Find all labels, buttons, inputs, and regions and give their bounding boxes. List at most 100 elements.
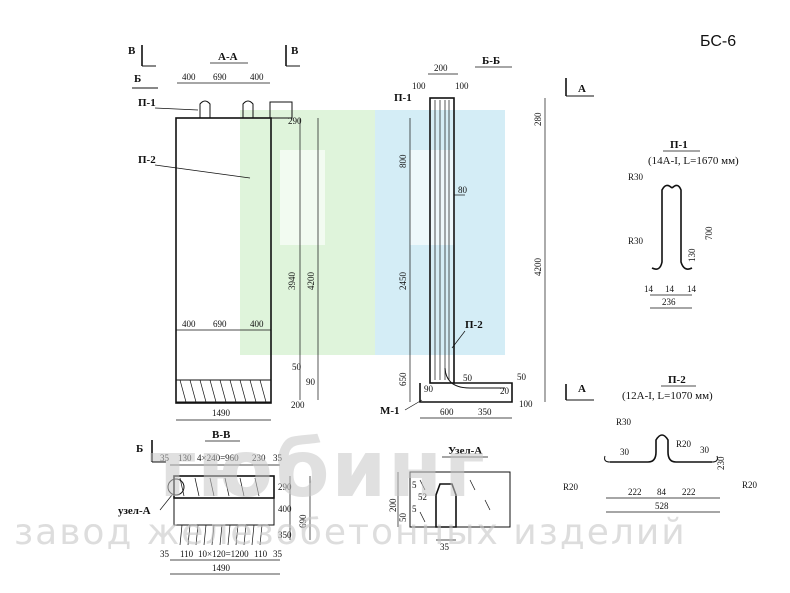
mark-a-bottom: А (578, 383, 586, 395)
p2-r30: R30 (616, 417, 632, 427)
p2-r20-top: R20 (676, 439, 692, 449)
node-title: Узел-А (448, 445, 482, 457)
p2-d-222b: 222 (682, 487, 696, 497)
p2-r20-right: R20 (742, 480, 758, 490)
sheet-code: БС-6 (700, 33, 736, 50)
bb-top-dim-100b: 100 (455, 81, 469, 91)
mark-b-left: Б (134, 73, 141, 85)
mark-a-top: А (578, 83, 586, 95)
bb-h-4200: 4200 (533, 258, 543, 277)
bb-bottom-350: 350 (478, 407, 492, 417)
bb-h-800: 800 (398, 154, 408, 168)
aa-top-dim-3: 400 (250, 72, 264, 82)
vv-top-35b: 35 (273, 453, 283, 463)
p2-r20-left: R20 (563, 482, 579, 492)
vv-bot-35a: 35 (160, 549, 170, 559)
bb-top-dim-200: 200 (434, 63, 448, 73)
node-d-35: 35 (440, 542, 450, 552)
aa-top-dim-1: 400 (182, 72, 196, 82)
p2-d-222a: 222 (628, 487, 642, 497)
node-d-5b: 5 (412, 504, 417, 514)
node-d-50: 50 (398, 513, 408, 523)
node-d-200: 200 (388, 498, 398, 512)
p2-d-230: 230 (716, 456, 726, 470)
aa-mid-dim-2: 690 (213, 319, 227, 329)
bb-top-dim-100a: 100 (412, 81, 426, 91)
bb-side-80: 80 (458, 185, 468, 195)
vv-top-960: 4×240=960 (197, 453, 239, 463)
aa-h-50: 50 (292, 362, 302, 372)
bb-bottom-600: 600 (440, 407, 454, 417)
vv-r-290: 290 (278, 482, 292, 492)
section-aa-title: А-А (218, 51, 238, 63)
p2-d-30b: 30 (700, 445, 710, 455)
section-bb: Б-Б А А 200 100 100 П-1 800 2450 650 280… (380, 55, 594, 419)
aa-callout-p1: П-1 (138, 97, 156, 109)
vv-r-690: 690 (298, 514, 308, 528)
section-bb-title: Б-Б (482, 55, 500, 67)
vv-r-350: 350 (278, 530, 292, 540)
p2-d-84: 84 (657, 487, 667, 497)
p1-h-130: 130 (687, 248, 697, 262)
node-d-52: 52 (418, 492, 427, 502)
p1-h-700: 700 (704, 226, 714, 240)
vv-bot-35b: 35 (273, 549, 283, 559)
p2-d-528: 528 (655, 501, 669, 511)
section-vv: В-В Б 35 130 4×240=960 230 35 узел-А 290… (118, 429, 311, 575)
bb-h-650: 650 (398, 372, 408, 386)
aa-h-4200: 4200 (306, 272, 316, 291)
watermark-logo (240, 110, 505, 355)
p1-d-14a: 14 (644, 284, 654, 294)
p2-spec: (12А-I, L=1070 мм) (622, 390, 713, 402)
node-d-5a: 5 (412, 480, 417, 490)
bb-callout-m1: М-1 (380, 405, 400, 417)
p1-r30-top: R30 (628, 172, 644, 182)
aa-mid-dim-1: 400 (182, 319, 196, 329)
vv-top-35a: 35 (160, 453, 170, 463)
mark-v-left: В (128, 45, 136, 57)
bb-callout-p1: П-1 (394, 92, 412, 104)
p1-d-14b: 14 (665, 284, 675, 294)
aa-h-200: 200 (291, 400, 305, 410)
aa-callout-p2: П-2 (138, 154, 156, 166)
watermark-tagline: завод железобетонных изделий (14, 512, 687, 553)
aa-h-90: 90 (306, 377, 316, 387)
detail-p2: П-2 (12А-I, L=1070 мм) R30 R20 30 30 230… (563, 374, 758, 513)
vv-bot-1200: 10×120=1200 (198, 549, 249, 559)
vv-node-label: узел-А (118, 505, 151, 517)
section-vv-title: В-В (212, 429, 231, 441)
p1-d-236: 236 (662, 297, 676, 307)
watermark-brand: тюбинг (150, 425, 487, 515)
bb-h-280: 280 (533, 112, 543, 126)
p1-title: П-1 (670, 139, 688, 151)
bb-side-90: 90 (424, 384, 434, 394)
mark-b-vv: Б (136, 443, 143, 455)
aa-h-3940: 3940 (287, 272, 297, 291)
p1-r30-bottom: R30 (628, 236, 644, 246)
aa-h-290: 290 (288, 116, 302, 126)
vv-top-130: 130 (178, 453, 192, 463)
vv-bot-110a: 110 (180, 549, 194, 559)
p1-d-14c: 14 (687, 284, 697, 294)
section-aa: А-А В В Б 400 690 400 П-1 П-2 400 690 40… (128, 45, 319, 421)
bb-callout-p2: П-2 (465, 319, 483, 331)
bb-side-20: 20 (500, 386, 510, 396)
vv-bot-110b: 110 (254, 549, 268, 559)
mark-v-right: В (291, 45, 299, 57)
bb-side-100: 100 (519, 399, 533, 409)
bb-side-50a: 50 (463, 373, 473, 383)
bb-h-2450: 2450 (398, 272, 408, 291)
p2-title: П-2 (668, 374, 686, 386)
vv-r-400: 400 (278, 504, 292, 514)
aa-top-dim-2: 690 (213, 72, 227, 82)
detail-p1: П-1 (14А-I, L=1670 мм) R30 R30 700 130 1… (628, 139, 739, 309)
p2-d-30a: 30 (620, 447, 630, 457)
aa-width: 1490 (212, 408, 231, 418)
p1-spec: (14А-I, L=1670 мм) (648, 155, 739, 167)
bb-side-50b: 50 (517, 372, 527, 382)
vv-width: 1490 (212, 563, 231, 573)
aa-mid-dim-3: 400 (250, 319, 264, 329)
detail-node-a: Узел-А 200 50 5 52 5 35 (388, 445, 511, 552)
vv-top-230: 230 (252, 453, 266, 463)
